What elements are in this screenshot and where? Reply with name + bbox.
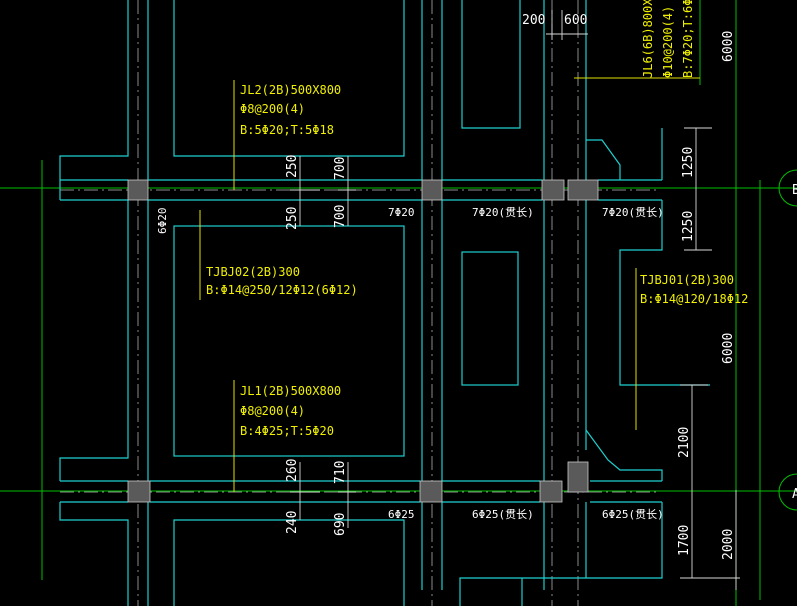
column <box>421 179 443 201</box>
dim-right-2100: 2100 <box>677 427 692 458</box>
rebar-labels: 6Φ20 7Φ20 7Φ20(贯长) 7Φ20(贯长) 6Φ25 6Φ25(贯长… <box>156 206 664 521</box>
rebar-label-upper-left-vertical: 6Φ20 <box>156 208 169 235</box>
column <box>127 179 149 201</box>
rebar-label-upper-right2: 7Φ20(贯长) <box>602 206 664 219</box>
dim-upper-250-below: 250 <box>285 207 300 230</box>
column <box>567 461 589 493</box>
annotation-leaders <box>199 77 700 492</box>
jl1-name: JL1(2B)500X800 <box>240 384 341 398</box>
rebar-label-upper-mid: 7Φ20 <box>388 206 415 219</box>
axis-bubble-upper-label: B <box>792 183 797 198</box>
dim-top-left: 200 <box>522 13 545 28</box>
jl1-stirrup: Φ8@200(4) <box>240 404 305 418</box>
dim-right-1250-below: 1250 <box>681 211 696 242</box>
dim-top-right: 600 <box>564 13 587 28</box>
column <box>567 179 599 201</box>
dim-right-1250-above: 1250 <box>681 147 696 178</box>
beam-outlines <box>59 0 710 606</box>
dim-right-2000: 2000 <box>721 529 736 560</box>
jl6-name: JL6(6B)800X600 <box>641 0 655 78</box>
dim-right-1700: 1700 <box>677 525 692 556</box>
tjb01-rebar: B:Φ14@120/18Φ12 <box>640 292 748 306</box>
axis-bubble-lower <box>778 473 797 511</box>
jl2-name: JL2(2B)500X800 <box>240 83 341 97</box>
tjb02-rebar: B:Φ14@250/12Φ12(6Φ12) <box>206 283 358 297</box>
columns <box>127 179 599 503</box>
rebar-label-upper-right1: 7Φ20(贯长) <box>472 206 534 219</box>
column <box>419 480 443 503</box>
dimension-lines <box>290 10 740 590</box>
axis-bubble-lower-label: A <box>792 487 797 502</box>
rebar-label-lower-mid: 6Φ25 <box>388 508 415 521</box>
jl6-stirrup: Φ10@200(4) <box>661 6 675 78</box>
dim-lower-690: 690 <box>333 513 348 536</box>
jl6-rebar: B:7Φ20;T:6Φ18 <box>681 0 695 78</box>
dim-right-6000-top: 6000 <box>721 31 736 62</box>
column <box>127 480 151 503</box>
column <box>539 480 563 503</box>
column <box>541 179 565 201</box>
dim-right-6000-mid: 6000 <box>721 333 736 364</box>
axis-bubble-upper <box>778 169 797 207</box>
dim-lower-710: 710 <box>333 461 348 484</box>
tjb01-name: TJBJ01(2B)300 <box>640 273 734 287</box>
dim-lower-240: 240 <box>285 511 300 534</box>
axis-bubbles: B A <box>778 169 797 511</box>
rebar-label-lower-right2: 6Φ25(贯长) <box>602 508 664 521</box>
dim-upper-700-above: 700 <box>333 157 348 180</box>
dim-lower-260: 260 <box>285 459 300 482</box>
jl2-rebar: B:5Φ20;T:5Φ18 <box>240 123 334 137</box>
tjb02-name: TJBJ02(2B)300 <box>206 265 300 279</box>
beam-annotations: JL2(2B)500X800 Φ8@200(4) B:5Φ20;T:5Φ18 T… <box>206 0 748 438</box>
jl2-stirrup: Φ8@200(4) <box>240 102 305 116</box>
jl1-rebar: B:4Φ25;T:5Φ20 <box>240 424 334 438</box>
dim-upper-250-above: 250 <box>285 155 300 178</box>
rebar-label-lower-right1: 6Φ25(贯长) <box>472 508 534 521</box>
dimension-text: 200 600 250 250 700 700 260 240 710 690 … <box>285 13 736 560</box>
dim-upper-700-below: 700 <box>333 205 348 228</box>
